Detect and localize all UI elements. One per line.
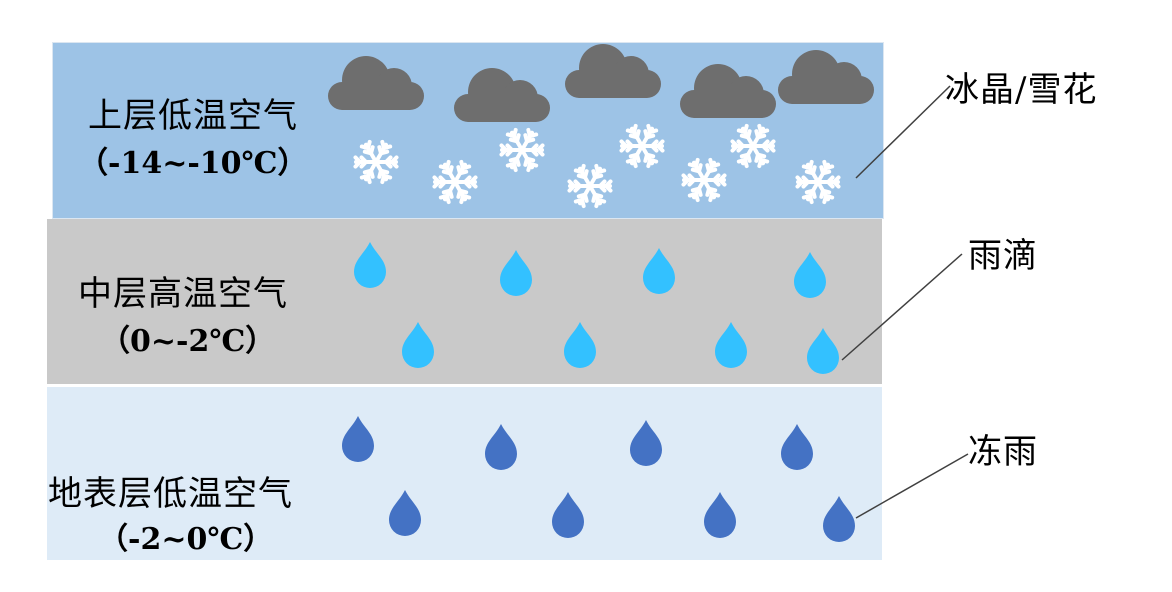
raindrop-icon bbox=[715, 322, 747, 368]
raindrop-icon bbox=[807, 328, 839, 374]
snowflake-icon bbox=[569, 166, 610, 206]
freezing-raindrop-icon bbox=[552, 492, 584, 538]
cloud-icon bbox=[454, 68, 550, 122]
snowflake-icon bbox=[501, 130, 542, 170]
raindrop-icon bbox=[402, 322, 434, 368]
freezing-raindrop-icon bbox=[485, 424, 517, 470]
snowflake-icon bbox=[621, 126, 662, 166]
freezing-raindrop-icon bbox=[704, 492, 736, 538]
snow-leader-line bbox=[856, 86, 950, 178]
snowflake-icon bbox=[683, 160, 724, 200]
freezing-raindrop-icon bbox=[389, 490, 421, 536]
snowflake-icon bbox=[434, 162, 475, 202]
freezing-rain-leader-line bbox=[856, 454, 968, 518]
cloud-icon bbox=[680, 64, 776, 118]
snowflake-icon bbox=[355, 142, 396, 182]
freezing-raindrop-icon bbox=[781, 424, 813, 470]
raindrop-icon bbox=[643, 248, 675, 294]
freezing-raindrop-icon bbox=[823, 496, 855, 542]
raindrop-icon bbox=[794, 252, 826, 298]
raindrop-icon bbox=[354, 242, 386, 288]
freezing-raindrop-icon bbox=[342, 416, 374, 462]
cloud-icon bbox=[328, 56, 424, 110]
rain-leader-line bbox=[842, 254, 962, 360]
snowflake-icon bbox=[732, 126, 773, 166]
cloud-icon bbox=[778, 50, 874, 104]
snowflake-icon bbox=[797, 162, 838, 202]
raindrop-icon bbox=[564, 322, 596, 368]
freezing-raindrop-icon bbox=[630, 420, 662, 466]
raindrop-icon bbox=[500, 250, 532, 296]
cloud-icon bbox=[565, 44, 661, 98]
